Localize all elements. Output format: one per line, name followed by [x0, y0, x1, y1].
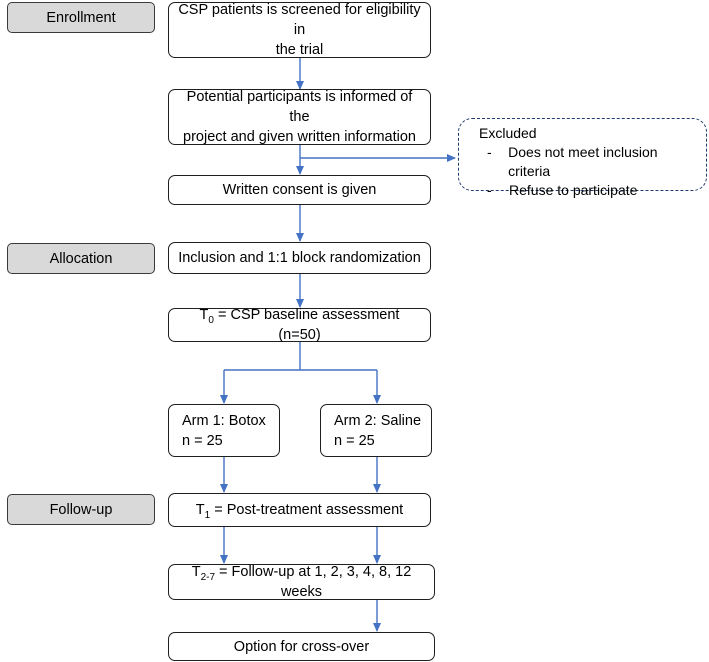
post-treatment-text: T1 = Post-treatment assessment: [195, 502, 404, 521]
post-treatment-box: T1 = Post-treatment assessment: [168, 493, 431, 527]
information-text-line2: project and given written information: [183, 129, 416, 145]
randomization-text: Inclusion and 1:1 block randomization: [178, 250, 421, 266]
excluded-item: - Does not meet inclusion criteria: [479, 143, 696, 181]
excluded-item-text: Refuse to participate: [509, 182, 638, 198]
arm2-label: Arm 2: Saline: [334, 412, 422, 429]
randomization-box: Inclusion and 1:1 block randomization: [168, 242, 431, 274]
excluded-item-text: Does not meet inclusion criteria: [508, 144, 658, 179]
arm1-label: Arm 1: Botox: [182, 412, 266, 429]
arm2-count: n = 25: [334, 432, 375, 449]
stage-followup: Follow-up: [7, 494, 155, 525]
baseline-box: T0 = CSP baseline assessment (n=50): [168, 307, 431, 343]
screening-text-line1: CSP patients is screened for eligibility…: [178, 2, 421, 38]
arm1-count: n = 25: [182, 432, 223, 449]
follow-up-subscript: 2-7: [200, 571, 216, 583]
consent-text: Written consent is given: [222, 182, 377, 198]
excluded-bullet: -: [487, 144, 492, 160]
post-treatment-subscript: 1: [204, 509, 211, 521]
crossover-text: Option for cross-over: [233, 638, 370, 655]
follow-up-box: T2-7 = Follow-up at 1, 2, 3, 4, 8, 12 we…: [168, 564, 435, 600]
excluded-title: Excluded: [479, 125, 537, 141]
stage-allocation: Allocation: [7, 243, 155, 274]
arm1-box: Arm 1: Botox n = 25: [168, 404, 280, 457]
information-text-line1: Potential participants is informed of th…: [186, 89, 413, 125]
excluded-box: Excluded - Does not meet inclusion crite…: [458, 118, 707, 198]
excluded-item: - Refuse to participate: [479, 181, 696, 200]
screening-text-line2: the trial: [275, 42, 324, 58]
follow-up-text: T2-7 = Follow-up at 1, 2, 3, 4, 8, 12 we…: [191, 564, 412, 600]
stage-enrollment: Enrollment: [7, 2, 155, 33]
arm2-box: Arm 2: Saline n = 25: [320, 404, 432, 457]
baseline-text: T0 = CSP baseline assessment (n=50): [199, 307, 400, 343]
screening-box: CSP patients is screened for eligibility…: [168, 2, 431, 58]
baseline-subscript: 0: [208, 314, 214, 326]
crossover-box: Option for cross-over: [168, 632, 435, 661]
excluded-bullet: -: [487, 182, 492, 198]
consent-box: Written consent is given: [168, 175, 431, 205]
information-box: Potential participants is informed of th…: [168, 89, 431, 145]
